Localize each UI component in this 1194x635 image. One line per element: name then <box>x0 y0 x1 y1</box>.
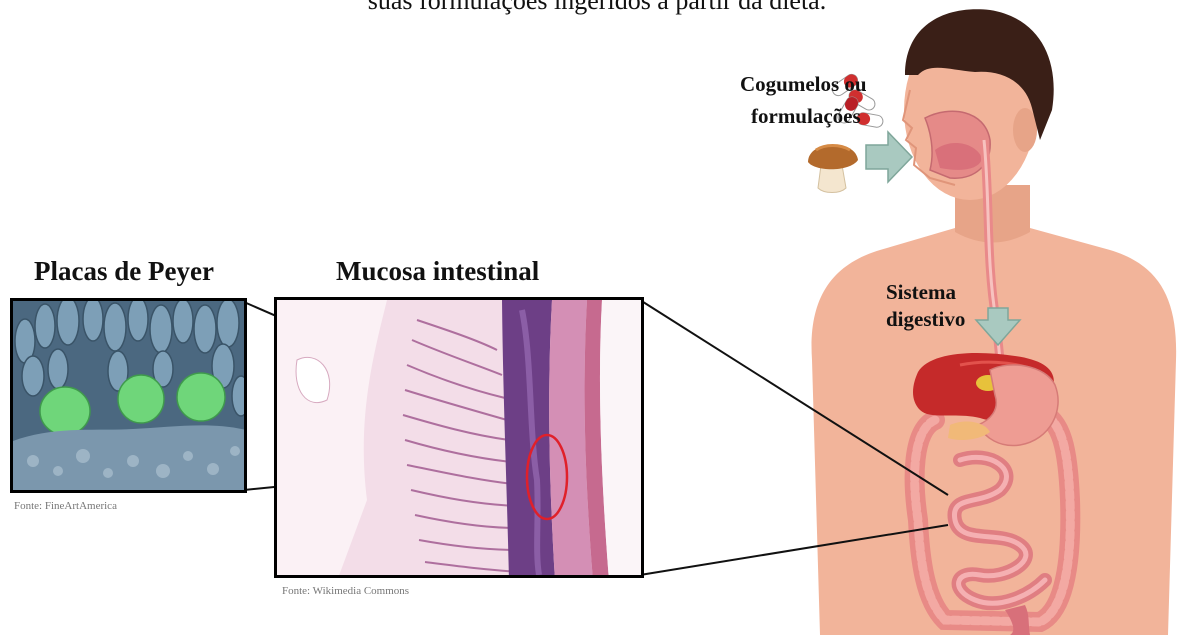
ingestion-arrow <box>866 132 912 182</box>
digestive-label-line1: Sistema <box>886 280 956 305</box>
peyer-sem-image <box>10 298 247 493</box>
mushroom-icon <box>808 144 858 192</box>
peyer-source: Fonte: FineArtAmerica <box>14 500 117 512</box>
mucosa-source: Fonte: Wikimedia Commons <box>282 585 409 597</box>
mucosa-histology-image <box>274 297 644 578</box>
food-label-line1: Cogumelos ou <box>740 72 867 97</box>
food-label-line2: formulações <box>751 104 861 129</box>
digestive-label-line2: digestivo <box>886 307 965 332</box>
